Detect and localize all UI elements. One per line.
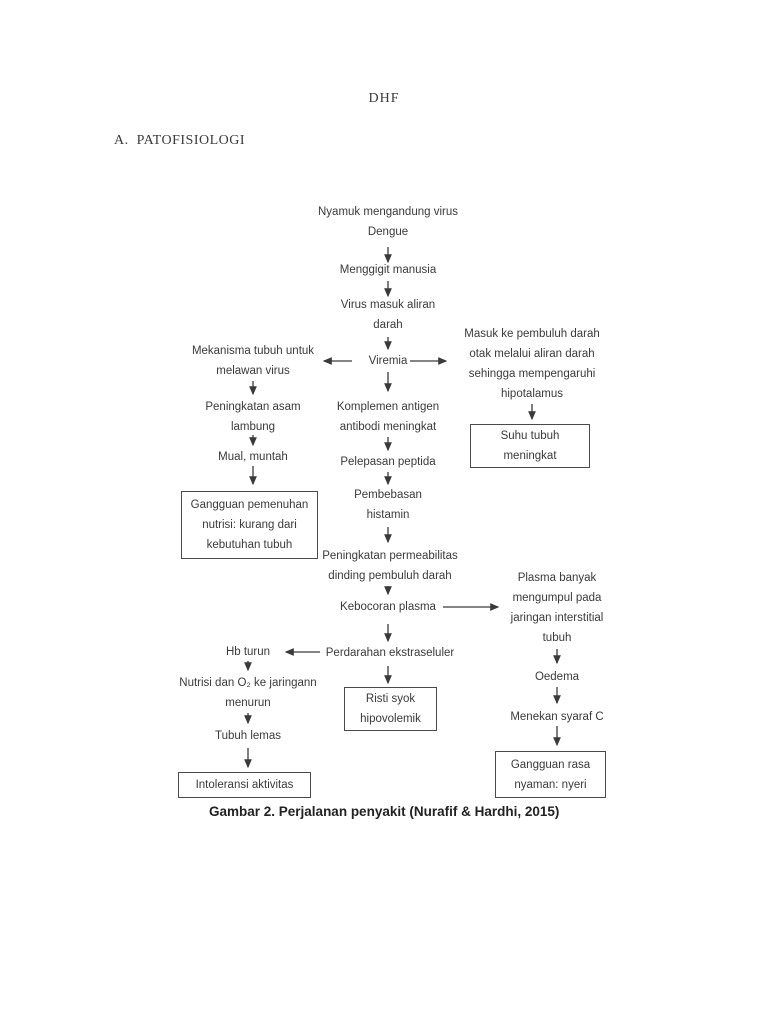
node-viremia: Viremia: [368, 355, 408, 367]
box-gangguan-pemenuhan-nutrisi: Gangguan pemenuhan nutrisi: kurang dari …: [181, 491, 318, 559]
box-risti-syok-hipovolemik: Risti syok hipovolemik: [344, 687, 437, 731]
node-nutrisi-o2-menurun: Nutrisi dan O₂ ke jaringann menurun: [179, 677, 317, 709]
box-intoleransi-aktivitas: Intoleransi aktivitas: [178, 772, 311, 798]
node-peningkatan-permeabilitas: Peningkatan permeabilitas dinding pembul…: [322, 550, 458, 582]
node-perdarahan-ekstraseluler: Perdarahan ekstraseluler: [325, 647, 455, 659]
node-virus-masuk-aliran-darah: Virus masuk aliran darah: [340, 299, 436, 331]
node-menggigit-manusia: Menggigit manusia: [339, 264, 437, 276]
node-plasma-banyak-mengumpul: Plasma banyak mengumpul pada jaringan in…: [510, 572, 604, 644]
node-peningkatan-asam-lambung: Peningkatan asam lambung: [205, 401, 301, 433]
node-tubuh-lemas: Tubuh lemas: [214, 730, 282, 742]
figure-caption: Gambar 2. Perjalanan penyakit (Nurafif &…: [209, 804, 560, 819]
node-masuk-pembuluh-darah-otak: Masuk ke pembuluh darah otak melalui ali…: [464, 328, 600, 400]
node-pelepasan-peptida: Pelepasan peptida: [340, 456, 436, 468]
section-heading: A. PATOFISIOLOGI: [114, 133, 246, 148]
node-pembebasan-histamin: Pembebasan histamin: [354, 489, 422, 521]
node-nyamuk-mengandung-virus: Nyamuk mengandung virus Dengue: [318, 206, 458, 238]
node-komplemen-antigen: Komplemen antigen antibodi meningkat: [336, 401, 440, 433]
node-menekan-syaraf-c: Menekan syaraf C: [510, 711, 604, 723]
box-gangguan-rasa-nyaman: Gangguan rasa nyaman: nyeri: [495, 751, 606, 798]
node-mekanisme-tubuh: Mekanisma tubuh untuk melawan virus: [191, 345, 315, 377]
node-kebocoran-plasma: Kebocoran plasma: [340, 601, 436, 613]
box-suhu-tubuh-meningkat: Suhu tubuh meningkat: [470, 424, 590, 468]
node-oedema: Oedema: [534, 671, 580, 683]
page-title: DHF: [368, 91, 400, 106]
node-hb-turun: Hb turun: [225, 646, 271, 658]
node-mual-muntah: Mual, muntah: [218, 451, 288, 463]
